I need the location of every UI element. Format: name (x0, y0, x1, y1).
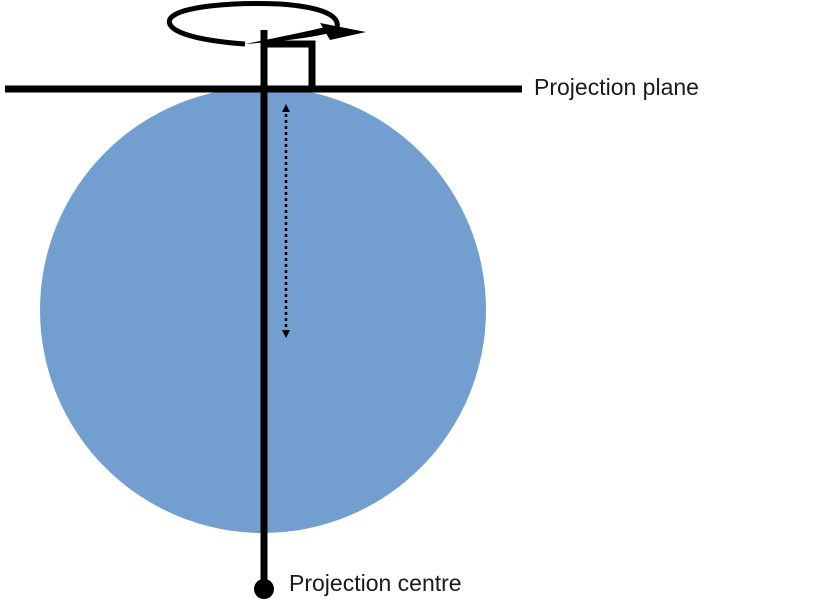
right-angle-marker (267, 40, 316, 89)
projection-centre-label: Projection centre (289, 570, 462, 596)
rotation-arrow-icon (166, 1, 366, 47)
projection-plane-label: Projection plane (534, 74, 699, 100)
projection-centre-point (254, 579, 274, 599)
